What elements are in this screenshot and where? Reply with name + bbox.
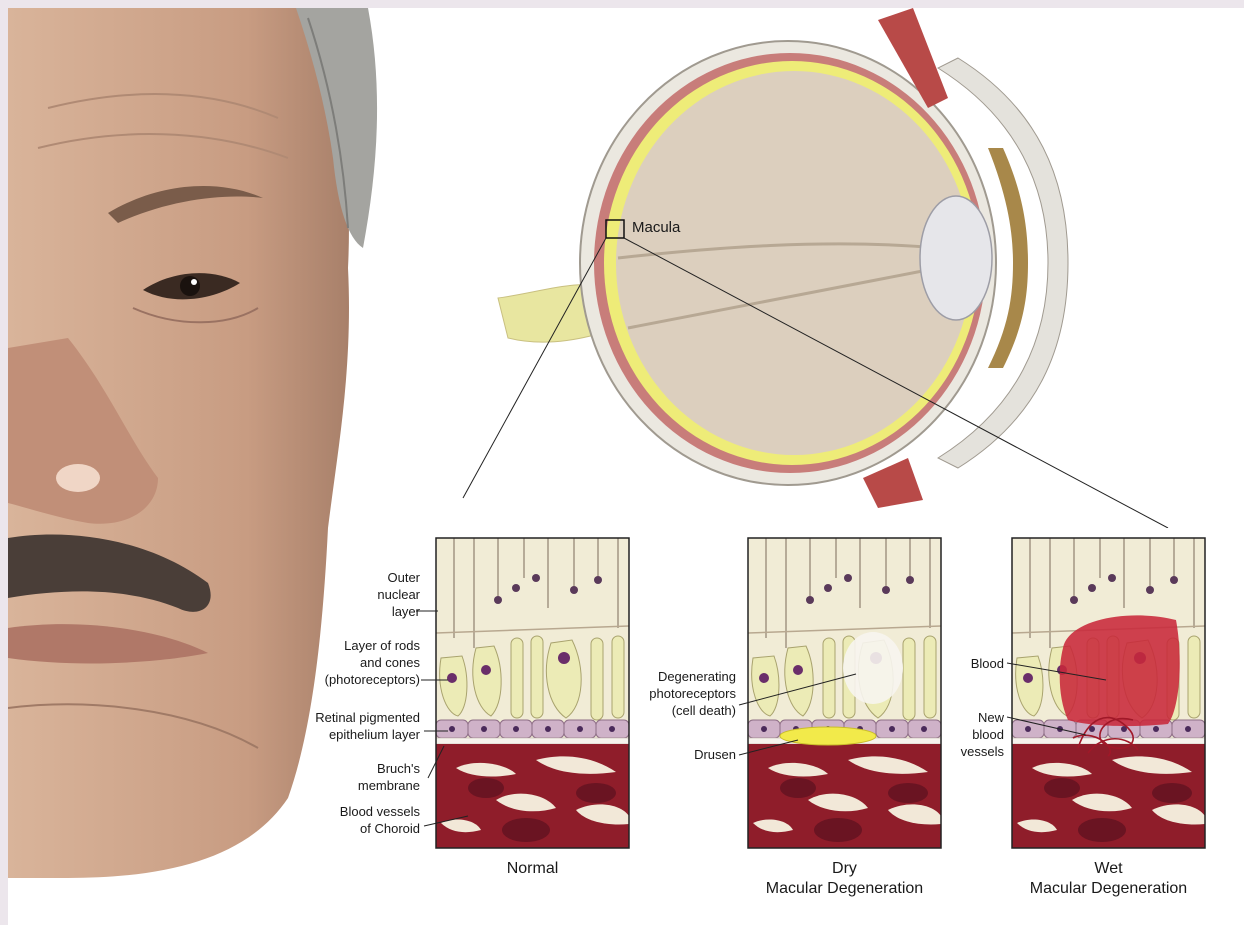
panel-normal [436,538,629,848]
caption-line: Macular Degeneration [724,879,965,899]
caption-wet: Wet Macular Degeneration [988,859,1229,899]
drusen-deposit [780,727,876,745]
rpe-label: Retinal pigmented epithelium layer [298,709,420,743]
label-line: epithelium layer [298,726,420,743]
label-line: Blood vessels [318,803,420,820]
degenerating-photoreceptors-label: Degenerating photoreceptors (cell death) [638,668,736,719]
caption-normal: Normal [436,859,629,879]
retina-panels [8,8,1244,925]
label-line: Degenerating [638,668,736,685]
panel-wet [1012,538,1205,848]
caption-line: Macular Degeneration [988,879,1229,899]
bruchs-membrane-label: Bruch's membrane [338,760,420,794]
label-line: Layer of rods [308,637,420,654]
label-line: photoreceptors [638,685,736,702]
label-line: Outer [314,569,420,586]
drusen-label: Drusen [668,746,736,763]
label-line: Bruch's [338,760,420,777]
label-line: and cones [308,654,420,671]
panel-dry [748,538,941,848]
degenerating-cell [843,632,903,704]
macula-label: Macula [632,219,680,236]
blood-label: Blood [948,655,1004,672]
label-line: blood [948,726,1004,743]
label-line: membrane [338,777,420,794]
choroid-vessels-label: Blood vessels of Choroid [318,803,420,837]
caption-line: Wet [988,859,1229,879]
label-line: of Choroid [318,820,420,837]
label-line: Retinal pigmented [298,709,420,726]
label-line: (photoreceptors) [308,671,420,688]
label-line: New [948,709,1004,726]
rods-cones-label: Layer of rods and cones (photoreceptors) [308,637,420,688]
blood-pool [1060,615,1180,726]
caption-line: Dry [724,859,965,879]
illustration-canvas: Macula Outer nuclear layer Layer of rods… [8,8,1244,925]
new-blood-vessels-label: New blood vessels [948,709,1004,760]
caption-dry: Dry Macular Degeneration [724,859,965,899]
label-line: (cell death) [638,702,736,719]
label-line: layer [314,603,420,620]
label-line: vessels [948,743,1004,760]
outer-nuclear-layer-label: Outer nuclear layer [314,569,420,620]
label-line: nuclear [314,586,420,603]
